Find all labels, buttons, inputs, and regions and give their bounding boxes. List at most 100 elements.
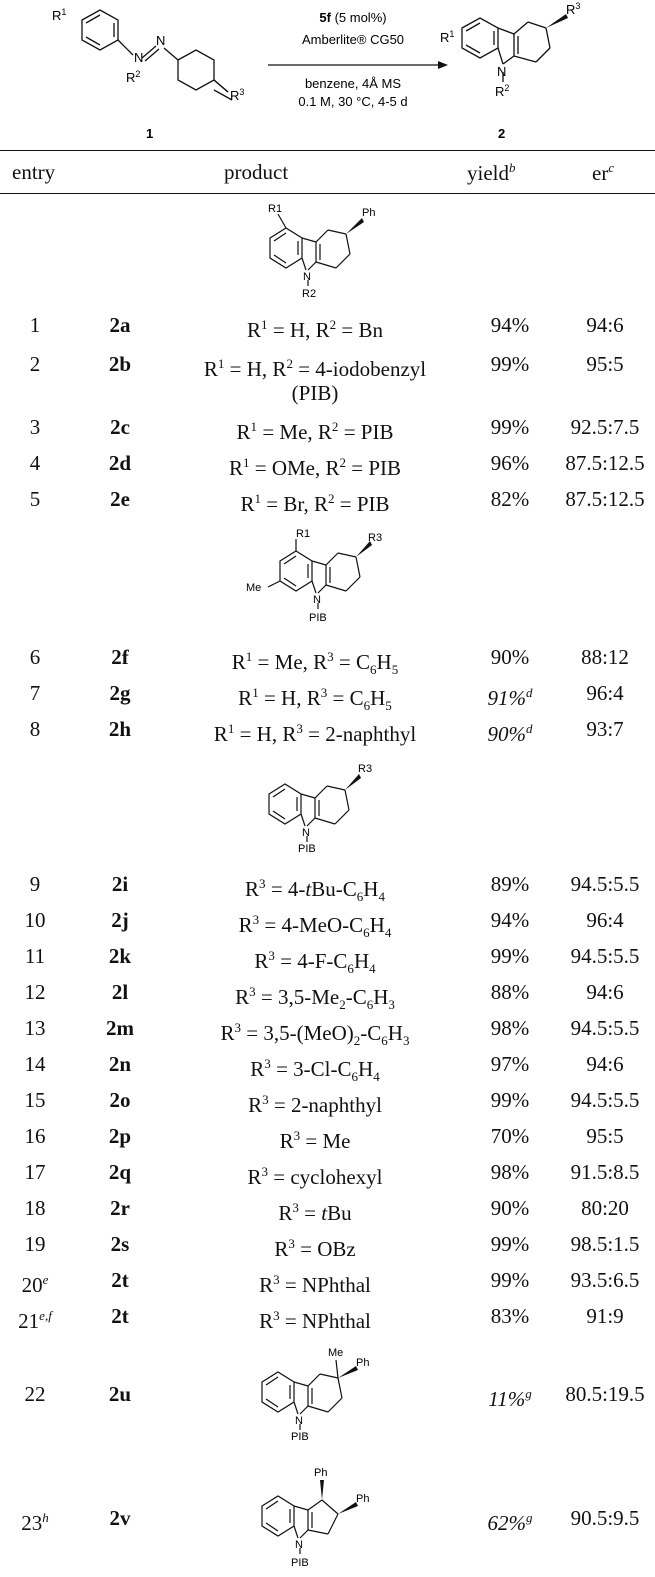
s5-ph2-label: Ph — [356, 1493, 369, 1505]
entry-cell: 4 — [29, 451, 41, 475]
scheme-r1-label: R1 — [52, 7, 66, 23]
er-cell: 96:4 — [586, 681, 624, 705]
product-cell: R3 = 4-tBu-C6H4 — [245, 876, 385, 905]
s4-ph-label: Ph — [356, 1357, 369, 1369]
er-cell: 93:7 — [586, 717, 624, 741]
yield-cell: 99% — [490, 415, 530, 439]
product-cell: R3 = tBu — [278, 1200, 352, 1225]
structure-carbazole-series-1: R1 Ph N R2 — [268, 203, 375, 300]
structure-2v: Ph Ph N PIB — [261, 1467, 369, 1569]
reaction-scheme-drawing: R1 N N R2 R3 1 5f (5 mol%) Amberlite® CG… — [52, 1, 580, 141]
entry-cell: 7 — [29, 681, 41, 705]
compound-cell: 2o — [109, 1088, 131, 1112]
er-cell: 88:12 — [581, 645, 629, 669]
product-cell: R3 = 3,5-Me2-C6H3 — [235, 984, 395, 1013]
yield-cell: 83% — [490, 1304, 530, 1328]
product-cell: R3 = NPhthal — [259, 1308, 371, 1333]
entry-cell: 1 — [29, 313, 41, 337]
scheme-r3-label: R3 — [230, 87, 244, 103]
er-cell: 91.5:8.5 — [570, 1160, 640, 1184]
s2-r3-label: R3 — [368, 532, 382, 544]
entry-cell: 5 — [29, 487, 41, 511]
entry-cell: 18 — [24, 1196, 46, 1220]
table-top-rule — [0, 150, 655, 151]
product-cell: R1 = H, R2 = 4-iodobenzyl(PIB) — [203, 356, 427, 405]
entry-cell: 2 — [29, 352, 41, 376]
er-cell: 80:20 — [581, 1196, 629, 1220]
compound-cell: 2p — [108, 1124, 132, 1148]
s4-n-label: N — [295, 1415, 303, 1427]
yield-cell: 98% — [490, 1160, 530, 1184]
compound-cell: 2a — [109, 313, 131, 337]
yield-cell: 90%d — [487, 721, 533, 746]
compound-cell: 2g — [109, 681, 131, 705]
yield-cell: 99% — [490, 944, 530, 968]
scheme-r2-label: R2 — [126, 69, 140, 85]
reactant-label: 1 — [146, 126, 153, 141]
reaction-scheme: R1 N N R2 R3 1 5f (5 mol%) Amberlite® CG… — [0, 0, 655, 150]
compound-cell: 2b — [108, 352, 132, 376]
structure-2u: Me Ph N PIB — [261, 1347, 369, 1443]
entry-cell: 6 — [29, 645, 41, 669]
er-cell: 95:5 — [586, 352, 624, 376]
entry-cell: 3 — [29, 415, 41, 439]
entry-cell: 22 — [24, 1382, 46, 1406]
s4-me-label: Me — [328, 1347, 343, 1359]
product-label: 2 — [498, 126, 505, 141]
header-er: erc — [592, 160, 615, 185]
product-cell: R1 = OMe, R2 = PIB — [228, 455, 402, 480]
yield-cell: 70% — [490, 1124, 530, 1148]
compound-cell: 2v — [109, 1506, 131, 1530]
product-cell: R1 = Me, R2 = PIB — [236, 419, 394, 444]
er-cell: 94.5:5.5 — [570, 1088, 640, 1112]
entry-cell: 17 — [24, 1160, 46, 1184]
s1-r1-label: R1 — [268, 203, 282, 215]
yield-cell: 82% — [490, 487, 530, 511]
er-cell: 96:4 — [586, 908, 624, 932]
compound-cell: 2q — [108, 1160, 132, 1184]
yield-cell: 98% — [490, 1016, 530, 1040]
header-entry: entry — [12, 160, 56, 184]
s2-pib-label: PIB — [309, 612, 327, 624]
yield-cell: 99% — [490, 1232, 530, 1256]
product-cell: R3 = OBz — [274, 1236, 356, 1261]
yield-cell: 90% — [490, 645, 530, 669]
yield-cell: 96% — [490, 451, 530, 475]
product-cell: R3 = 3,5-(MeO)2-C6H3 — [220, 1020, 410, 1049]
entry-cell: 16 — [24, 1124, 46, 1148]
s5-pib-label: PIB — [291, 1557, 309, 1569]
yield-cell: 89% — [490, 872, 530, 896]
compound-cell: 2t — [111, 1268, 129, 1292]
er-cell: 94.5:5.5 — [570, 872, 640, 896]
compound-cell: 2u — [108, 1382, 132, 1406]
scheme-product-r1-label: R1 — [440, 29, 454, 45]
er-cell: 94:6 — [586, 1052, 624, 1076]
scheme-n1-label: N — [134, 50, 143, 65]
yield-cell: 99% — [490, 1088, 530, 1112]
er-cell: 94.5:5.5 — [570, 1016, 640, 1040]
entry-cell: 11 — [24, 944, 46, 968]
scheme-n2-label: N — [156, 33, 165, 48]
er-cell: 87.5:12.5 — [565, 487, 645, 511]
compound-cell: 2e — [110, 487, 130, 511]
table-header-rule — [0, 193, 655, 194]
resin-text: Amberlite® CG50 — [302, 32, 404, 47]
er-cell: 98.5:1.5 — [570, 1232, 640, 1256]
compound-cell: 2d — [108, 451, 132, 475]
product-cell: R3 = 4-F-C6H4 — [254, 948, 376, 977]
yield-cell: 62%g — [487, 1510, 533, 1535]
compound-cell: 2r — [110, 1196, 130, 1220]
compound-cell: 2l — [111, 980, 129, 1004]
compound-cell: 2n — [108, 1052, 132, 1076]
yield-cell: 99% — [490, 1268, 530, 1292]
er-cell: 90.5:9.5 — [570, 1506, 640, 1530]
er-cell: 91:9 — [586, 1304, 624, 1328]
entry-cell: 13 — [24, 1016, 46, 1040]
er-cell: 80.5:19.5 — [565, 1382, 645, 1406]
s2-me-label: Me — [246, 582, 261, 594]
yield-cell: 97% — [490, 1052, 530, 1076]
entry-cell: 9 — [29, 872, 41, 896]
entry-cell: 12 — [24, 980, 46, 1004]
s1-ph-label: Ph — [362, 207, 375, 219]
entry-cell: 23h — [21, 1510, 49, 1535]
